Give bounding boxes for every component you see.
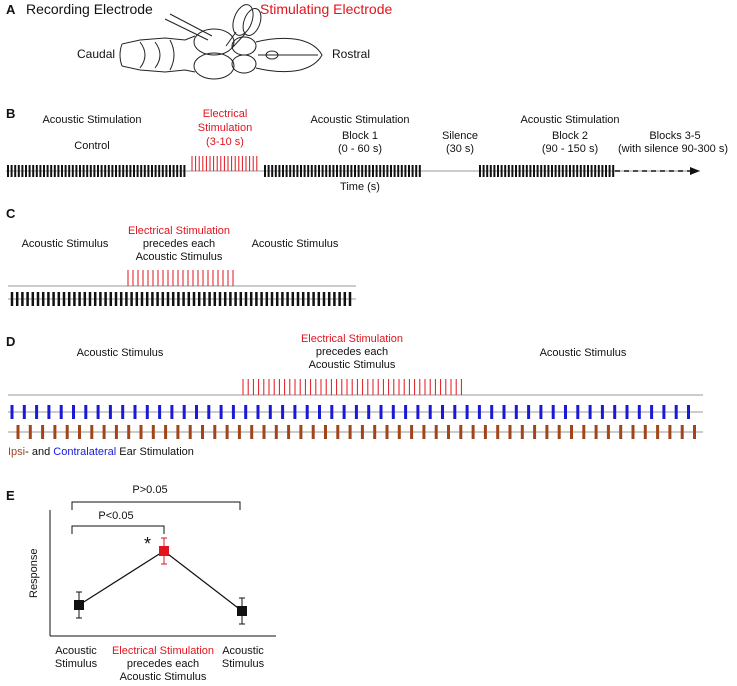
panel-e-letter: E (6, 488, 15, 503)
c-electrical-line2: precedes each (142, 238, 216, 250)
d-acoustic-right: Acoustic Stimulus (539, 347, 627, 359)
e-connector (78, 550, 165, 606)
e-x2-line1: Electrical Stimulation (111, 645, 215, 657)
d-legend: Ipsi- and Contralateral Ear Stimulation (8, 446, 194, 458)
d-legend-ipsi: Ipsi (8, 446, 26, 458)
b-acoustic-stimulation-1: Acoustic Stimulation (42, 114, 142, 126)
e-asterisk: * (144, 534, 152, 554)
d-legend-and: - and (25, 446, 54, 458)
e-x1-line2: Stimulus (54, 658, 98, 670)
c-electrical-line3: Acoustic Stimulus (135, 251, 223, 263)
d-acoustic-left: Acoustic Stimulus (76, 347, 164, 359)
b-block1-range: (0 - 60 s) (337, 143, 382, 155)
b-silence-label: Silence (441, 130, 479, 142)
e-x2-line2: precedes each (126, 658, 200, 670)
e-data-point (74, 600, 84, 610)
d-electrical-line1: Electrical Stimulation (300, 333, 404, 345)
b-silence-duration: (30 s) (445, 143, 475, 155)
b-time-axis-label: Time (s) (340, 181, 380, 193)
c-acoustic-right: Acoustic Stimulus (251, 238, 339, 250)
e-bracket-inner (71, 525, 165, 534)
d-electrical-line2: precedes each (315, 346, 389, 358)
panel-d-letter: D (6, 334, 16, 349)
b-acoustic-stimulation-2: Acoustic Stimulation (310, 114, 410, 126)
stimulating-electrode-label: Stimulating Electrode (260, 1, 393, 17)
rostral-label: Rostral (332, 47, 371, 61)
recording-electrode-label: Recording Electrode (26, 1, 153, 17)
b-blocks35-label: Blocks 3-5 (649, 130, 701, 142)
e-connector (163, 550, 243, 612)
panel-a-letter: A (6, 2, 16, 17)
b-blocks35-note: (with silence 90-300 s) (617, 143, 729, 155)
e-data-point (159, 546, 169, 556)
b-block1-label: Block 1 (341, 130, 379, 142)
c-acoustic-left: Acoustic Stimulus (21, 238, 109, 250)
e-x1-line1: Acoustic (55, 645, 97, 657)
d-electrical-line3: Acoustic Stimulus (308, 359, 396, 371)
d-legend-rest: Ear Stimulation (116, 446, 194, 458)
b-block2-label: Block 2 (551, 130, 589, 142)
b-control-label: Control (74, 140, 110, 152)
e-x2-line3: Acoustic Stimulus (119, 671, 207, 683)
b-electrical-line2: Stimulation (197, 122, 253, 134)
e-bracket-outer (71, 501, 241, 510)
c-electrical-line1: Electrical Stimulation (127, 225, 231, 237)
e-data-point (237, 606, 247, 616)
b-acoustic-stimulation-3: Acoustic Stimulation (520, 114, 620, 126)
e-p-inner: P<0.05 (98, 510, 134, 522)
panel-c-letter: C (6, 206, 16, 221)
e-p-outer: P>0.05 (132, 484, 168, 496)
b-arrowhead (690, 167, 700, 175)
panel-b-letter: B (6, 106, 16, 121)
e-x3-line1: Acoustic (222, 645, 264, 657)
d-legend-contra: Contralateral (53, 446, 117, 458)
caudal-label: Caudal (77, 47, 116, 61)
b-electrical-line3: (3-10 s) (206, 136, 244, 148)
b-electrical-line1: Electrical (202, 108, 248, 120)
e-x3-line2: Stimulus (221, 658, 265, 670)
b-block2-range: (90 - 150 s) (541, 143, 599, 155)
